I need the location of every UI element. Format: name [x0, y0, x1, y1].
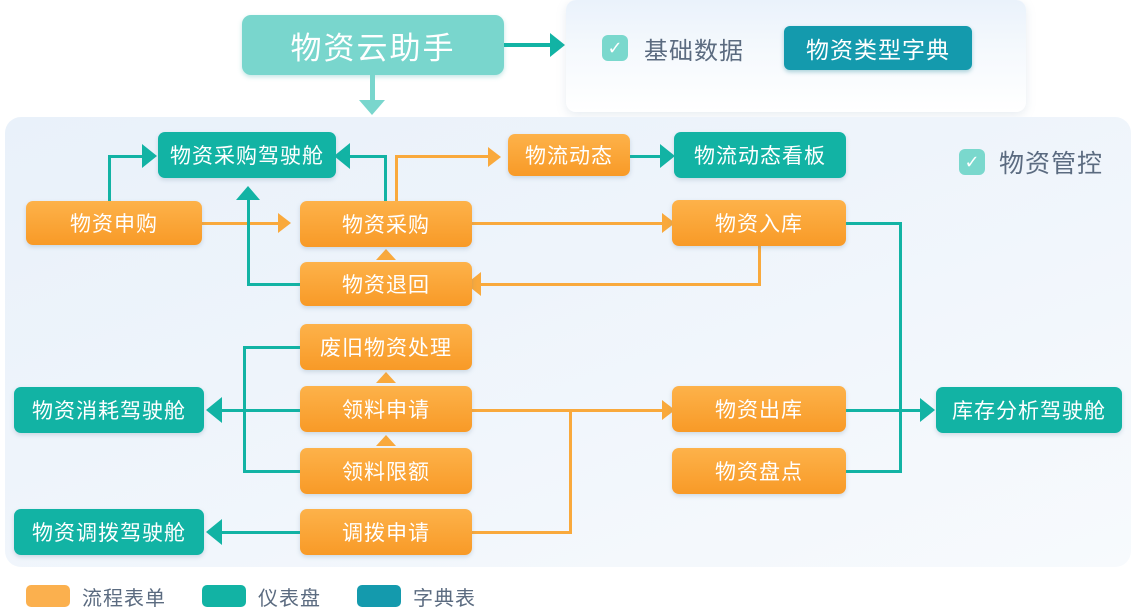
basic-data-panel: ✓ 基础数据 物资类型字典	[566, 0, 1026, 112]
legend: 流程表单 仪表盘 字典表	[0, 578, 1136, 614]
connector-transfer-up	[569, 409, 572, 534]
node-material-purchase[interactable]: 物资采购	[300, 201, 472, 247]
check-icon: ✓	[602, 35, 628, 61]
arrowhead-request-to-purchase	[278, 213, 291, 233]
connector-scrap-left	[243, 346, 303, 349]
legend-swatch-dictionary	[357, 585, 401, 607]
arrowhead-pick-to-scrap	[376, 372, 396, 383]
arrowhead-request-to-cockpit	[142, 144, 157, 168]
connector-outbound-to-stock	[846, 409, 926, 412]
connector-title-to-main	[370, 75, 375, 102]
connector-logistics-to-board	[630, 155, 668, 158]
node-material-stocktake[interactable]: 物资盘点	[672, 448, 846, 494]
connector-return-up	[247, 198, 250, 286]
node-stock-cockpit[interactable]: 库存分析驾驶舱	[936, 387, 1122, 433]
arrowhead-limit-to-pick	[376, 435, 396, 446]
connector-request-to-cockpit-h	[108, 155, 148, 158]
connector-inbound-to-return-h	[480, 283, 761, 286]
arrowhead-purchase-to-logistics	[488, 147, 501, 167]
arrowhead-outbound-to-stock	[920, 398, 935, 422]
node-consume-cockpit[interactable]: 物资消耗驾驶舱	[14, 387, 204, 433]
panel-tag-label: 物资管控	[998, 150, 1103, 178]
legend-label-dictionary: 字典表	[413, 587, 476, 610]
legend-item-form: 流程表单	[26, 582, 166, 611]
node-material-inbound[interactable]: 物资入库	[672, 200, 846, 246]
connector-request-to-purchase	[202, 222, 280, 225]
connector-limit-up	[243, 409, 246, 473]
material-type-dict-button[interactable]: 物资类型字典	[784, 26, 972, 70]
legend-item-dictionary: 字典表	[357, 582, 476, 611]
node-transfer-cockpit[interactable]: 物资调拨驾驶舱	[14, 509, 204, 555]
legend-item-dashboard: 仪表盘	[202, 582, 321, 611]
connector-transfer-to-cockpit	[222, 531, 303, 534]
arrowhead-title-to-basic	[550, 33, 565, 57]
node-logistics-dynamic[interactable]: 物流动态	[508, 134, 630, 176]
node-logistics-board[interactable]: 物流动态看板	[674, 132, 846, 178]
panel-tag: ✓ 物资管控	[958, 144, 1103, 180]
arrowhead-transfer-to-cockpit	[206, 519, 222, 545]
connector-purchase-up-logistics	[395, 155, 398, 203]
arrowhead-pick-to-consume	[206, 397, 222, 423]
connector-stocktake-right	[846, 470, 902, 473]
connector-request-up	[108, 155, 111, 201]
node-pick-limit[interactable]: 领料限额	[300, 448, 472, 494]
arrowhead-title-to-main	[359, 100, 385, 115]
connector-inbound-down-stock	[899, 222, 902, 411]
node-material-return[interactable]: 物资退回	[300, 262, 472, 306]
node-transfer-apply[interactable]: 调拨申请	[300, 509, 472, 555]
arrowhead-return-to-cockpit	[236, 186, 260, 200]
node-material-request[interactable]: 物资申购	[26, 201, 202, 245]
legend-swatch-form	[26, 585, 70, 607]
connector-stocktake-up	[899, 409, 902, 473]
node-pick-apply[interactable]: 领料申请	[300, 386, 472, 432]
legend-swatch-dashboard	[202, 585, 246, 607]
connector-purchase-to-cockpit-h	[350, 155, 387, 158]
node-scrap-handling[interactable]: 废旧物资处理	[300, 324, 472, 370]
node-material-outbound[interactable]: 物资出库	[672, 386, 846, 432]
arrowhead-pick-to-outbound	[662, 400, 675, 420]
connector-pick-to-consume	[222, 409, 303, 412]
connector-limit-left	[243, 470, 303, 473]
connector-transfer-right	[472, 531, 572, 534]
connector-scrap-down	[243, 346, 246, 411]
legend-label-form: 流程表单	[82, 587, 166, 610]
basic-data-label: 基础数据	[644, 37, 744, 65]
legend-label-dashboard: 仪表盘	[258, 587, 321, 610]
connector-inbound-right	[846, 222, 902, 225]
node-purchase-cockpit[interactable]: 物资采购驾驶舱	[158, 132, 336, 178]
arrowhead-return-to-purchase	[376, 249, 396, 260]
basic-data-row: ✓ 基础数据 物资类型字典	[602, 26, 972, 70]
connector-return-left	[247, 283, 303, 286]
arrowhead-purchase-to-inbound	[662, 213, 675, 233]
check-icon: ✓	[958, 149, 985, 175]
app-title: 物资云助手	[242, 15, 504, 75]
connector-purchase-to-inbound	[472, 222, 672, 225]
arrowhead-purchase-to-cockpit	[334, 143, 350, 169]
connector-purchase-to-logistics-h	[395, 155, 490, 158]
connector-title-to-basic	[504, 43, 552, 47]
connector-inbound-down	[758, 246, 761, 285]
arrowhead-logistics-to-board	[660, 144, 675, 168]
material-control-panel: ✓ 物资管控	[5, 117, 1131, 567]
connector-purchase-up	[384, 157, 387, 203]
